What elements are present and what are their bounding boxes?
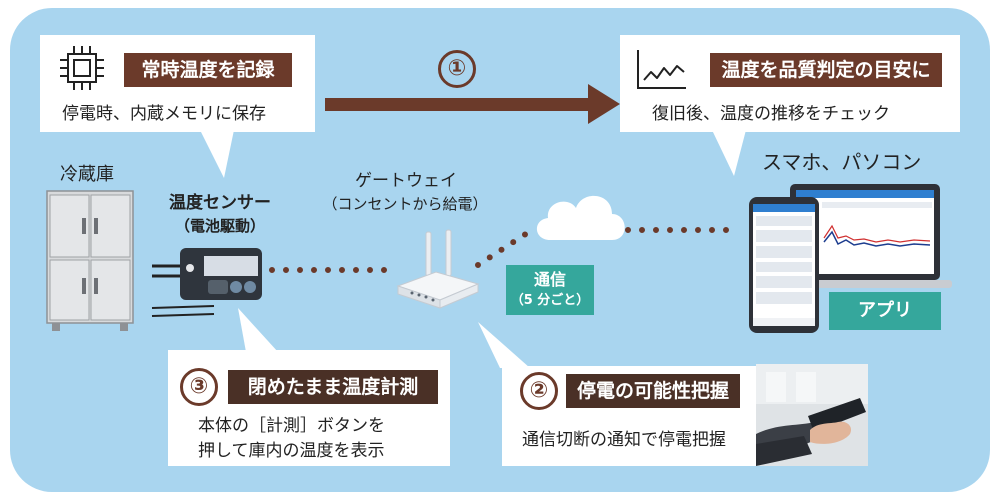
step-3-badge: ③: [180, 368, 218, 406]
callout-record-pointer: [200, 130, 234, 178]
gateway-label-line1: ゲートウェイ: [355, 171, 457, 191]
callout-outage-pointer: [478, 322, 530, 368]
comm-sub: （5 分ごと）: [510, 293, 590, 308]
callout-measure-title: 閉めたまま温度計測: [228, 370, 438, 404]
devices-label: スマホ、パソコン: [762, 150, 922, 174]
router-illustration: [396, 229, 480, 309]
fridge-illustration: [46, 190, 134, 331]
comm-title: 通信: [533, 270, 566, 289]
step-1-badge: ①: [438, 50, 476, 88]
chip-icon: [60, 46, 104, 90]
callout-measure-pointer: [238, 308, 278, 352]
callout-measure-text-line1: 本体の［計測］ボタンを: [198, 416, 385, 436]
phone-illustration: [749, 197, 819, 333]
sensor-illustration: [151, 248, 262, 317]
comm-badge: 通信 （5 分ごと）: [506, 265, 594, 315]
sensor-label-line2: （電池駆動）: [174, 217, 265, 235]
line-graph-icon: [637, 50, 686, 89]
sensor-label-line1: 温度センサー: [169, 193, 271, 213]
callout-record-text: 停電時、内蔵メモリに保存: [62, 104, 266, 124]
callout-quality-text: 復旧後、温度の推移をチェック: [652, 104, 890, 124]
app-badge: アプリ: [829, 292, 941, 330]
callout-record-title: 常時温度を記録: [124, 53, 292, 87]
callout-quality-title: 温度を品質判定の目安に: [710, 53, 942, 87]
callout-measure-text-line2: 押して庫内の温度を表示: [198, 441, 385, 461]
gateway-label-line2: （コンセントから給電）: [322, 195, 488, 213]
callout-outage-text: 通信切断の通知で停電把握: [522, 430, 726, 450]
callout-measure: [168, 350, 450, 466]
cloud-icon: [536, 195, 625, 240]
step-2-badge: ②: [520, 372, 558, 410]
fridge-label: 冷蔵庫: [60, 164, 114, 185]
callout-quality-pointer: [712, 130, 746, 176]
hand-phone-photo: [756, 364, 868, 466]
callout-outage-title: 停電の可能性把握: [566, 374, 740, 408]
